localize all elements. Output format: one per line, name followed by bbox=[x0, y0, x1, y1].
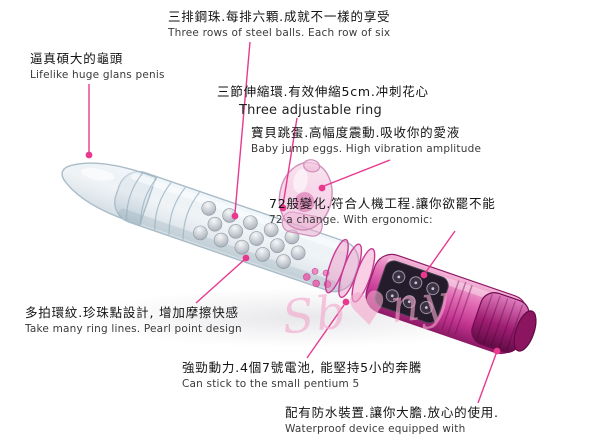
leader-dot-power bbox=[342, 298, 350, 306]
annotation-glans-zh: 逼真碩大的龜頭 bbox=[30, 51, 124, 66]
steel-balls bbox=[193, 201, 306, 269]
leader-dots bbox=[85, 151, 501, 355]
annotation-ring-lines-en: Take many ring lines. Pearl point design bbox=[25, 323, 242, 335]
pearl-points bbox=[303, 268, 332, 288]
annotation-rings-en: Three adjustable ring bbox=[239, 103, 382, 118]
annotation-modes-zh: 72般變化.符合人機工程.讓你欲罷不能 bbox=[269, 196, 496, 211]
telescopic-ring bbox=[125, 172, 144, 221]
annotation-glans: 逼真碩大的龜頭 Lifelike huge glans penis bbox=[30, 51, 165, 82]
junction-rings bbox=[324, 238, 376, 303]
annotation-rings-zh: 三節伸縮環.有效伸縮5cm.冲刺花心 bbox=[217, 84, 429, 99]
glans-tip bbox=[61, 162, 157, 226]
telescopic-ring bbox=[140, 177, 158, 226]
leader-line-jump-egg bbox=[323, 159, 391, 187]
leader-line-ring-lines bbox=[195, 259, 245, 304]
leader-dot-steel-balls bbox=[231, 212, 239, 220]
telescopic-ring bbox=[168, 187, 186, 235]
annotation-rings: 三節伸縮環.有效伸縮5cm.冲刺花心 Three adjustable ring bbox=[217, 84, 429, 119]
annotation-steel-balls-zh: 三排鋼珠.每排六顆.成就不一樣的享受 bbox=[168, 9, 391, 24]
glans-highlight bbox=[81, 168, 115, 181]
telescopic-ring bbox=[182, 192, 200, 240]
leader-lines bbox=[88, 41, 497, 404]
grip-ridges bbox=[441, 280, 473, 335]
annotation-jump-egg-en: Baby jump eggs. High vibration amplitude bbox=[251, 143, 482, 155]
product-body bbox=[61, 159, 537, 355]
leader-line-modes bbox=[425, 230, 456, 273]
annotation-power: 強勁動力.4個7號電池, 能堅持5小的奔騰 Can stick to the s… bbox=[182, 360, 422, 391]
annotation-modes-en: 72 a change. With ergonomic: bbox=[269, 214, 433, 226]
annotation-power-en: Can stick to the small pentium 5 bbox=[182, 378, 360, 390]
annotation-waterproof-zh: 配有防水裝置.讓你大膽.放心的使用. bbox=[285, 405, 499, 420]
leader-dot-glans bbox=[85, 151, 93, 159]
leader-dot-waterproof bbox=[493, 347, 501, 355]
annotation-ring-lines-zh: 多拍環紋.珍珠點設計, 增加摩擦快感 bbox=[25, 305, 239, 320]
annotation-steel-balls: 三排鋼珠.每排六顆.成就不一樣的享受 Three rows of steel b… bbox=[168, 9, 390, 40]
leader-line-rings bbox=[282, 117, 298, 206]
leader-line-steel-balls bbox=[234, 41, 251, 214]
leader-dot-rings bbox=[279, 204, 287, 212]
telescopic-ring bbox=[154, 182, 172, 230]
annotation-ring-lines: 多拍環紋.珍珠點設計, 增加摩擦快感 Take many ring lines.… bbox=[25, 305, 242, 336]
annotation-modes: 72般變化.符合人機工程.讓你欲罷不能 72 a change. With er… bbox=[269, 196, 496, 227]
annotation-jump-egg: 寶貝跳蛋.高幅度震動.吸收你的愛液 Baby jump eggs. High v… bbox=[251, 125, 481, 156]
annotation-waterproof-en: Waterproof device equipped with bbox=[285, 423, 466, 435]
control-panel bbox=[374, 260, 449, 324]
annotation-jump-egg-zh: 寶貝跳蛋.高幅度震動.吸收你的愛液 bbox=[251, 125, 461, 140]
leader-line-power bbox=[306, 304, 345, 359]
jump-egg bbox=[278, 159, 333, 237]
leader-dot-ring-lines bbox=[242, 254, 250, 262]
battery-cap bbox=[471, 292, 537, 353]
shaft-shading bbox=[118, 208, 343, 292]
leader-line-waterproof bbox=[477, 353, 497, 404]
annotation-steel-balls-en: Three rows of steel balls. Each row of s… bbox=[168, 27, 391, 39]
leader-dot-modes bbox=[420, 271, 428, 279]
leader-dot-jump-egg bbox=[318, 184, 326, 192]
annotation-waterproof: 配有防水裝置.讓你大膽.放心的使用. Waterproof device equ… bbox=[285, 405, 499, 436]
annotation-glans-en: Lifelike huge glans penis bbox=[30, 69, 165, 81]
annotation-power-zh: 強勁動力.4個7號電池, 能堅持5小的奔騰 bbox=[182, 360, 423, 375]
